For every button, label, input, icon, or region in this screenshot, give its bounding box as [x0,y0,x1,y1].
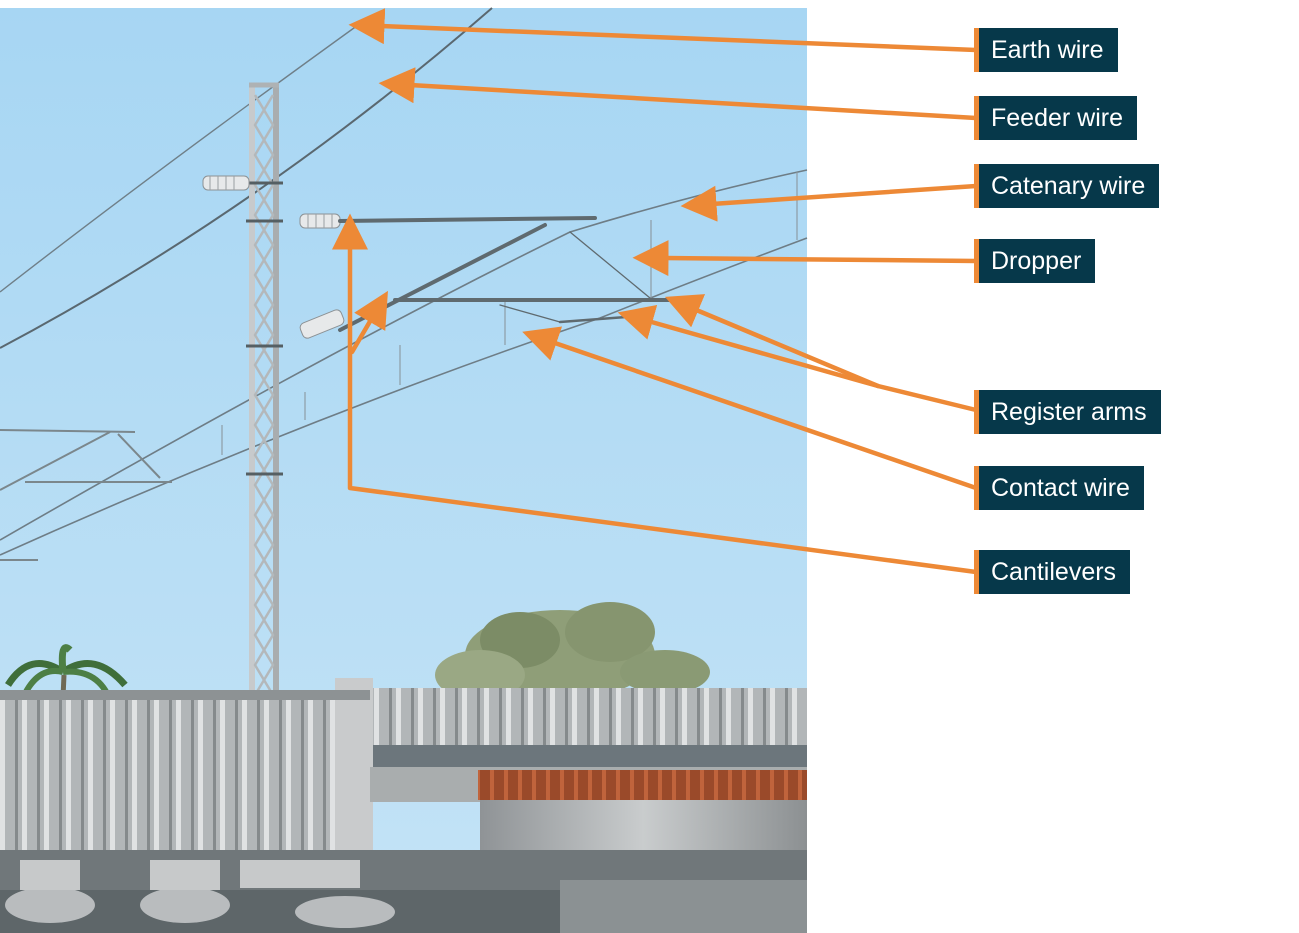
insulators [202,175,345,339]
label-contact-wire: Contact wire [974,466,1144,510]
distant-cantilevers [0,429,172,561]
arrow-cantilevers-branch [349,290,388,355]
arrow-feeder-wire [378,67,979,121]
label-register-arms: Register arms [974,390,1161,434]
trees [435,602,710,700]
arrow-dropper [632,240,979,277]
arrow-catenary-wire [680,183,979,222]
label-dropper: Dropper [974,239,1096,283]
photo [0,7,808,933]
label-catenary-wire: Catenary wire [974,164,1160,208]
bridge [0,678,807,933]
label-earth-wire: Earth wire [974,28,1118,72]
arrow-register-arm-lower [617,304,881,389]
earth-wire-line [0,19,366,293]
leader-arrows [332,8,979,575]
arrow-contact-wire [522,326,979,491]
label-cantilevers: Cantilevers [974,550,1131,594]
label-feeder-wire: Feeder wire [974,96,1137,140]
arrow-earth-wire [348,8,979,53]
contact-wire-line [0,237,808,556]
arrow-cantilevers [332,213,979,575]
